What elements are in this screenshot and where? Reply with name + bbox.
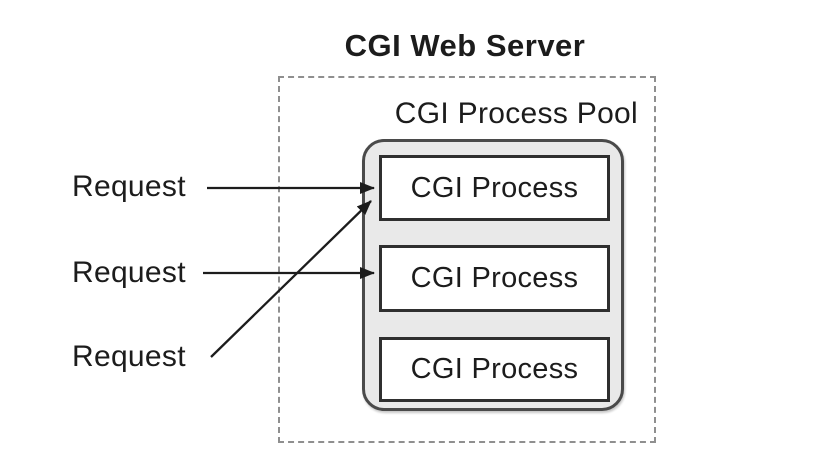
cgi-process-box: CGI Process — [379, 245, 610, 312]
process-pool-label: CGI Process Pool — [394, 97, 638, 130]
request-label: Request — [72, 170, 186, 203]
cgi-process-label: CGI Process — [410, 353, 579, 385]
cgi-process-label: CGI Process — [410, 262, 579, 294]
process-pool: CGI Process CGI Process CGI Process — [362, 139, 624, 411]
request-label: Request — [72, 256, 186, 289]
diagram-title: CGI Web Server — [344, 28, 586, 63]
cgi-process-box: CGI Process — [379, 155, 610, 221]
cgi-process-label: CGI Process — [410, 171, 579, 204]
request-label: Request — [72, 340, 186, 373]
cgi-process-box: CGI Process — [379, 337, 610, 402]
